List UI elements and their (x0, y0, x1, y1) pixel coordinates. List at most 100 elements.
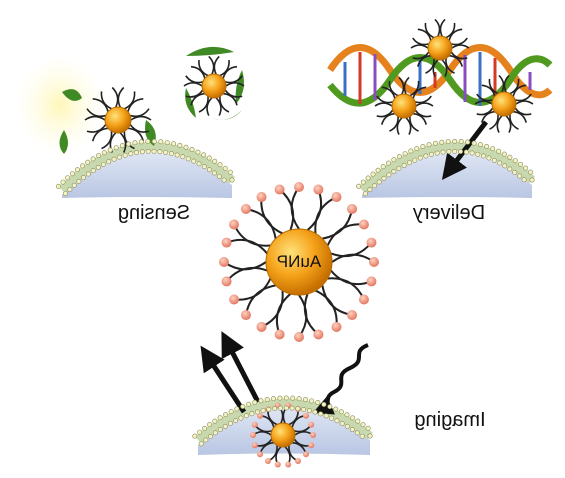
membrane-bead (315, 400, 321, 406)
membrane-bead (240, 403, 246, 409)
ligand-head (256, 321, 267, 332)
ligand-head (358, 294, 369, 305)
membrane-bead (222, 423, 228, 429)
membrane-bead (333, 406, 339, 412)
membrane-bead (523, 165, 529, 171)
sensing-fragment-1 (62, 89, 82, 101)
membrane-bead (90, 156, 96, 162)
ligand-head (240, 203, 251, 214)
ligand-chain (376, 95, 393, 104)
membrane-bead (375, 167, 381, 173)
membrane-bead (344, 423, 350, 429)
membrane-bead (349, 415, 355, 421)
membrane-bead (128, 151, 134, 157)
ligand-chain (503, 74, 510, 93)
membrane-bead (312, 409, 318, 415)
membrane-bead (217, 427, 223, 433)
ligand-chain (515, 93, 532, 102)
ligand-chain (451, 37, 468, 46)
membrane-bead (463, 149, 469, 155)
membrane-bead (432, 140, 438, 146)
ligand-chain (509, 114, 519, 130)
ligand-chain (445, 58, 455, 74)
membrane-bead (249, 411, 255, 417)
ligand-chain (509, 78, 520, 95)
gold-nanoparticle-icon (250, 402, 316, 468)
membrane-bead (445, 139, 451, 145)
gold-nanoparticle-icon (410, 18, 470, 77)
membrane-bead (151, 148, 157, 154)
ligand-head (308, 421, 315, 428)
ligand-chain (224, 89, 243, 98)
membrane-bead (252, 399, 258, 405)
membrane-bead (338, 409, 344, 415)
membrane-bead (426, 142, 432, 148)
membrane-bead (440, 149, 446, 155)
ligand-chain (405, 117, 412, 135)
membrane-bead (528, 169, 534, 175)
membrane-bead (76, 178, 82, 184)
ligand-head (366, 276, 377, 287)
membrane-bead (111, 156, 117, 162)
ligand-chain (481, 110, 495, 123)
membrane-bead (191, 158, 197, 164)
membrane-bead (471, 140, 477, 146)
dna-strand-green (327, 54, 553, 107)
membrane-bead (396, 165, 402, 171)
ligand-chain (222, 65, 238, 79)
ligand-head (302, 412, 309, 419)
ligand-chain (417, 28, 432, 41)
ligand-chain (417, 54, 431, 67)
ligand-chain (130, 115, 152, 121)
membrane-bead (521, 177, 527, 183)
membrane-bead (71, 182, 77, 188)
light-wave-icon (312, 343, 369, 415)
membrane-bead (367, 433, 373, 439)
ligand-chain (449, 54, 463, 67)
membrane-bead (327, 404, 333, 410)
membrane-bead (65, 175, 71, 181)
gold-core (104, 106, 132, 134)
ligand-head (366, 237, 377, 248)
ligand-chain (412, 86, 427, 99)
ligand-chain (498, 74, 505, 93)
ligand-chain (306, 189, 323, 231)
ligand-chain (403, 76, 410, 95)
membrane-bead (163, 149, 169, 155)
membrane-bead (217, 162, 223, 168)
membrane-bead (321, 401, 327, 407)
membrane-bead (189, 147, 195, 153)
ligand-chain (127, 127, 145, 142)
membrane-bead (145, 148, 151, 154)
ligand-chain (398, 76, 405, 95)
membrane-bead (370, 171, 376, 177)
membrane-bead (63, 191, 69, 197)
membrane-bead (85, 159, 91, 165)
emission-arrow-2 (221, 331, 261, 404)
membrane-bead (185, 156, 191, 162)
ligand-chain (409, 116, 419, 132)
membrane-bead (507, 154, 513, 160)
membrane-bead (475, 151, 481, 157)
membrane-bead (496, 148, 502, 154)
ligand-chain (190, 92, 205, 106)
membrane-bead (396, 154, 402, 160)
ligand-chain (450, 51, 468, 60)
gold-nanoparticle-icon (374, 76, 434, 135)
membrane-bead (227, 169, 233, 175)
membrane-bead (355, 418, 361, 424)
membrane-bead (289, 405, 295, 411)
membrane-bead (283, 405, 289, 411)
membrane-bead (119, 143, 125, 149)
ligand-chain (198, 59, 209, 77)
floating-fragment-1 (186, 46, 234, 56)
membrane-bead (501, 151, 507, 157)
ligand-chain (92, 97, 109, 112)
ligand-chain (415, 102, 434, 107)
gold-nanoparticle-icon (84, 86, 152, 153)
ligand-chain (474, 100, 493, 105)
ligand-head (229, 219, 240, 230)
ligand-chain (409, 80, 420, 97)
ligand-chain (330, 269, 372, 286)
membrane-bead (271, 396, 277, 402)
